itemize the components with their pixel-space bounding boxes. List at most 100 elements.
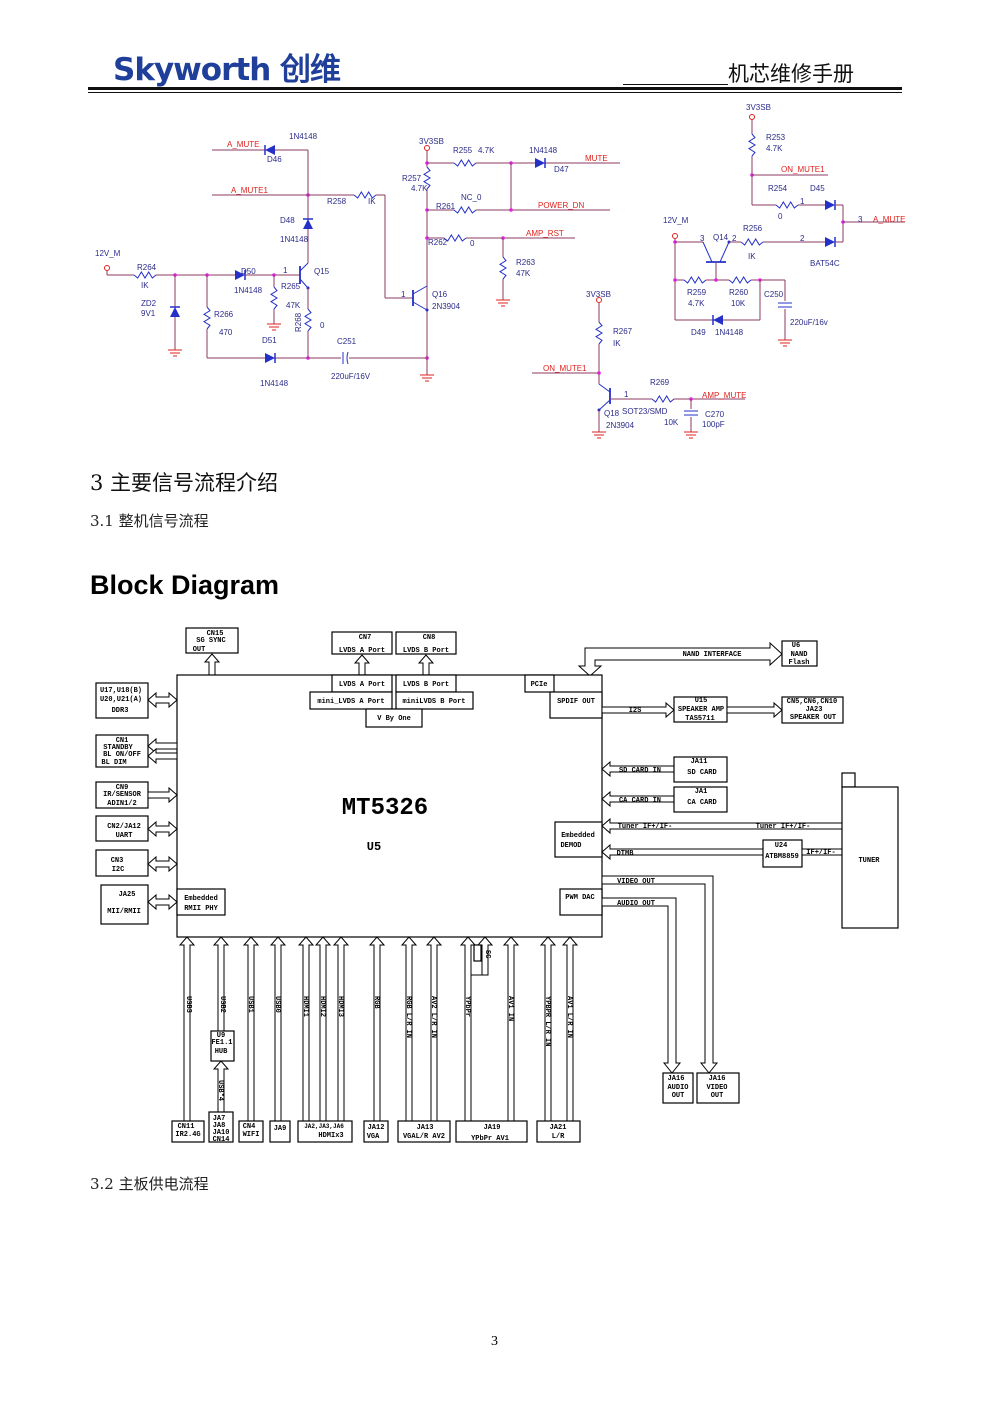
ca-card-arrow: [601, 790, 675, 808]
sc-box: [473, 944, 482, 962]
signal-rgb-lr-in: RGB L/R IN: [404, 996, 412, 1038]
net-3v3sb: 3V3SB: [419, 137, 444, 146]
pin-label: 2: [800, 234, 805, 243]
demod-box: [554, 821, 603, 858]
junction-dot: [509, 208, 513, 212]
hdmi-label: HDMIx3: [318, 1132, 343, 1140]
ja13-box: [397, 1120, 451, 1143]
value-zd2: 9V1: [141, 309, 156, 318]
input-arrow-hdmi2: [314, 936, 332, 1122]
ddr3-label: U17,U18(B): [100, 687, 142, 695]
pcie: PCIe: [531, 681, 548, 689]
value-r265: 47K: [286, 301, 301, 310]
resistor-gap: [354, 191, 376, 199]
label-q18-package: SOT23/SMD: [622, 407, 668, 416]
cn5-label: SPEAKER OUT: [790, 714, 836, 722]
section-heading-3-2: 3.2 主板供电流程: [90, 1175, 209, 1193]
net-12v-m: 12V_M: [663, 216, 689, 225]
rmii-phy-label: RMII PHY: [184, 905, 218, 913]
ja7-label: JA8: [213, 1122, 226, 1130]
i2s-label: I2S: [629, 707, 642, 715]
v-by-one-box: [365, 708, 423, 728]
transistor-arrow: [425, 308, 429, 312]
u24-label: ATBM8859: [765, 853, 799, 861]
document-title: 机芯维修手册: [728, 62, 854, 86]
u6-label: U6: [792, 642, 800, 650]
input-arrow-rgb: [368, 936, 386, 1122]
input-arrow-av2-lr: [425, 936, 443, 1122]
dtmb-arrow: [601, 843, 764, 861]
label-r258: R258: [327, 197, 347, 206]
diode: [713, 315, 723, 325]
cn11-box: [171, 1120, 205, 1143]
value-r257: 4.7K: [411, 184, 428, 193]
label-r259: R259: [687, 288, 707, 297]
pcie-box: [524, 674, 555, 693]
power-port-icon: [424, 145, 430, 151]
ja16-audio-label: AUDIO: [667, 1084, 688, 1092]
i2c-arrow: [147, 855, 178, 873]
spdif-out-box: [549, 691, 603, 719]
input-arrow-usb1: [242, 936, 260, 1122]
label-c251: C251: [337, 337, 357, 346]
net-a-mute: A_MUTE: [227, 140, 259, 149]
resistor-gap: [748, 134, 756, 156]
ja9-label: JA9: [274, 1125, 287, 1133]
input-arrow-av1-lr: [561, 936, 579, 1122]
power-port-icon: [596, 297, 602, 303]
cn1-label: STANDBY: [103, 744, 133, 752]
ja7-label: JA7: [213, 1115, 226, 1123]
value-r256: IK: [748, 252, 756, 261]
pin-label: 2: [732, 234, 737, 243]
label-q16: Q16: [432, 290, 448, 299]
ja16-video-box: [696, 1072, 740, 1104]
input-arrow-usb3: [178, 936, 196, 1122]
ja25-box: [100, 884, 149, 925]
ir-arrow: [147, 786, 178, 804]
net-power-dn: POWER_DN: [538, 201, 584, 210]
ja16-video-label: JA16: [709, 1075, 726, 1083]
signal-usb2: USB2: [218, 996, 226, 1013]
value-r258: IK: [368, 197, 376, 206]
ja12-label: JA12: [368, 1124, 385, 1132]
capacitor: [346, 351, 349, 365]
audio-out-arrow: [601, 897, 682, 1074]
cn9-box: [95, 781, 149, 809]
section-heading-3-1: 3.1 整机信号流程: [90, 512, 209, 530]
value-c250: 220uF/16v: [790, 318, 828, 327]
transistor-emitter: [299, 278, 309, 289]
label-d47: D47: [554, 165, 569, 174]
resistor: [453, 159, 477, 167]
transistor-collector: [299, 262, 309, 272]
input-arrow-usb0: [269, 936, 287, 1122]
tuner-tab: [841, 772, 856, 788]
power-port-icon: [672, 233, 678, 239]
u6-label: NAND: [791, 651, 808, 659]
u9-hub-box: [210, 1030, 235, 1062]
net-on-mute1: ON_MUTE1: [543, 364, 587, 373]
label-q14: Q14: [713, 233, 729, 242]
value-r261: NC_0: [461, 193, 482, 202]
resistor-gap: [203, 307, 211, 329]
lvds-b-arrow: [417, 654, 435, 676]
ja25-label: JA25: [119, 891, 136, 899]
signal-usb3: USB3: [184, 996, 192, 1013]
ja21-box: [536, 1120, 581, 1143]
u6-nand-box: [781, 640, 818, 667]
diode: [825, 200, 835, 210]
u9-label: U9: [217, 1032, 225, 1040]
resistor-gap: [595, 322, 603, 344]
signal-usb1: USB1: [246, 996, 254, 1013]
ja11-box: [673, 756, 728, 783]
nand-interface-label: NAND INTERFACE: [683, 651, 742, 659]
value-r254: 0: [778, 212, 783, 221]
cn8-box: [395, 631, 457, 655]
ja13-label: JA13: [417, 1124, 434, 1132]
label-r256: R256: [743, 224, 763, 233]
cn7-label: CN7: [359, 634, 372, 642]
ja1-box: [673, 786, 728, 813]
cn15-label: CN15: [207, 630, 224, 638]
signal-usb-x4: USB*4: [216, 1080, 224, 1101]
diode: [303, 219, 313, 229]
